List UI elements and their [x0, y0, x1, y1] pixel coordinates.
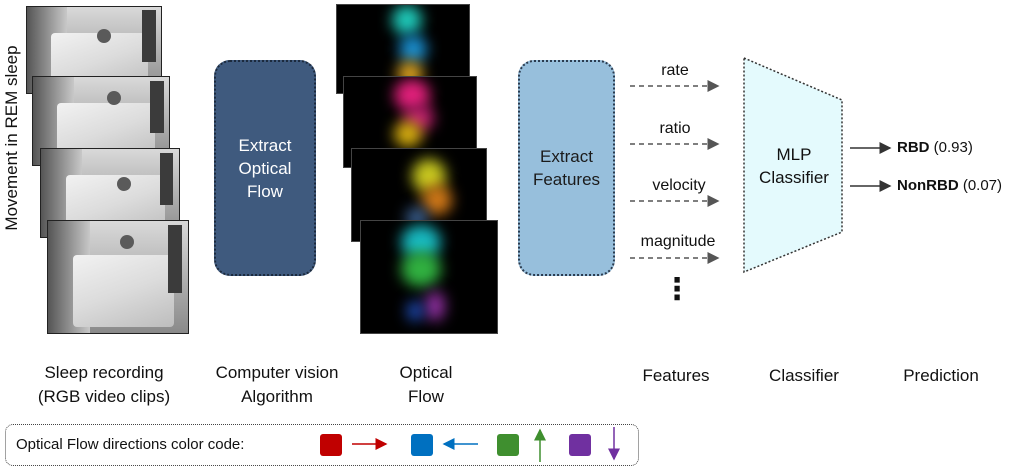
- legend-swatch-purple: [569, 434, 591, 456]
- extract-optical-flow-label: Extract Optical Flow: [238, 135, 292, 201]
- caption-features: Features: [642, 366, 710, 385]
- color-code-legend: Optical Flow directions color code:: [5, 424, 639, 466]
- prediction-rbd-score: (0.93): [933, 139, 973, 156]
- caption-cv-algorithm: Computer vision Algorithm: [215, 363, 339, 406]
- prediction-nonrbd-label: NonRBD: [897, 177, 959, 194]
- caption-prediction: Prediction: [903, 366, 979, 385]
- feature-ratio: ratio: [659, 120, 691, 137]
- feature-rate: rate: [661, 62, 689, 79]
- legend-title: Optical Flow directions color code:: [16, 436, 245, 453]
- extract-features-label: Extract Features: [532, 147, 601, 189]
- extract-optical-flow-box: Extract Optical Flow: [214, 60, 316, 276]
- prediction-rbd: RBD (0.93): [897, 139, 973, 156]
- feature-ellipsis: ⋮: [662, 273, 692, 306]
- mlp-classifier-shape: [743, 56, 843, 274]
- legend-swatch-blue: [411, 434, 433, 456]
- legend-swatch-red: [320, 434, 342, 456]
- feature-magnitude: magnitude: [640, 233, 716, 250]
- prediction-rbd-label: RBD: [897, 139, 930, 156]
- caption-sleep-recording: Sleep recording (RGB video clips): [37, 363, 171, 406]
- prediction-nonrbd-score: (0.07): [962, 177, 1003, 194]
- legend-swatch-green: [497, 434, 519, 456]
- caption-classifier: Classifier: [769, 366, 839, 385]
- caption-optical-flow: Optical Flow: [399, 363, 453, 406]
- extract-features-box: Extract Features: [518, 60, 615, 276]
- video-frame-4: [47, 220, 189, 334]
- feature-velocity: velocity: [652, 177, 706, 194]
- prediction-nonrbd: NonRBD (0.07): [897, 177, 1002, 194]
- mlp-classifier-label: MLP Classifier: [759, 145, 829, 187]
- flow-frame-4: [360, 220, 498, 334]
